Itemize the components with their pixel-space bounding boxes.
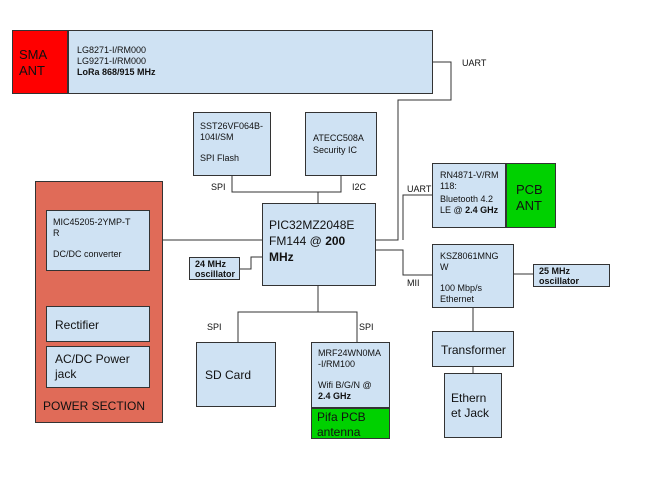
dcdc-regulator-part: MIC45205-2YMP-T R [53,217,131,238]
ethernet-jack-label: Ethern et Jack [451,391,490,420]
rectifier-label: Rectifier [55,318,100,332]
sma-antenna: SMA ANT [12,30,68,94]
power-section-label: POWER SECTION [43,399,146,413]
oscillator-25mhz: 25 MHz oscillator [533,264,610,287]
oscillator-24mhz: 24 MHz oscillator [189,257,240,280]
bus-label-i2c: I2C [352,182,367,192]
spi-flash-box: SST26VF064B- 104I/SM SPI Flash [193,112,271,176]
wifi-desc: Wifi B/G/N @ [318,380,372,390]
bluetooth-module: RN4871-V/RM 118: Bluetooth 4.2 LE @ 2.4 … [432,163,506,228]
power-jack-box: AC/DC Power jack [46,346,150,388]
transformer-box: Transformer [432,331,514,367]
mcu-box: PIC32MZ2048E FM144 @ 200 MHz [262,203,376,286]
wifi-module: MRF24WN0MA -I/RM100 Wifi B/G/N @ 2.4 GHz [311,342,390,408]
wifi-part: MRF24WN0MA -I/RM100 [318,348,382,369]
bus-label-spi-flash: SPI [211,182,226,192]
wifi-freq: 2.4 GHz [318,391,352,401]
wire-uart-bt [402,194,432,240]
osc25-line1: 25 MHz [539,266,571,276]
bus-label-spi-wifi: SPI [359,322,374,332]
spi-flash-part: SST26VF064B- 104I/SM [200,121,264,142]
bus-label-mii: MII [407,278,420,288]
dcdc-regulator-box: MIC45205-2YMP-T R DC/DC converter [46,210,150,271]
wire-spi-sd [237,311,358,342]
lora-band: LoRa 868/915 MHz [77,67,156,77]
bluetooth-antenna-label: PCB ANT [516,182,543,213]
sd-card-label: SD Card [205,368,252,382]
bus-label-uart-bt: UART [407,184,432,194]
osc24-line2: oscillator [195,269,236,279]
power-jack-label: AC/DC Power jack [55,352,130,381]
lora-part-2: LG9271-I/RM000 [77,56,147,66]
rectifier-box: Rectifier [46,306,150,342]
bluetooth-pcb-antenna: PCB ANT [506,163,556,228]
transformer-label: Transformer [441,343,506,357]
osc25-line2: oscillator [539,276,580,286]
osc24-line1: 24 MHz [195,259,227,269]
wire-uart-lora [376,61,452,241]
mcu-line2: FM144 @ 200 [269,234,346,248]
bluetooth-part: RN4871-V/RM 118: [440,170,499,191]
ethernet-phy-box: KSZ8061MNG W 100 Mbp/s Ethernet [432,244,514,308]
security-ic-desc: Security IC [313,145,358,155]
mcu-part: PIC32MZ2048E [269,218,355,232]
sma-antenna-label: SMA ANT [19,47,48,78]
bus-label-uart-lora: UART [462,58,487,68]
security-ic-box: ATECC508A Security IC [305,112,377,176]
wire-spi-flash [231,176,319,203]
bus-label-spi-sd: SPI [207,322,222,332]
ethernet-jack-box: Ethern et Jack [444,373,502,438]
lora-module [68,30,433,94]
wire-i2c [318,176,342,193]
dcdc-regulator-desc: DC/DC converter [53,249,122,259]
ethernet-phy-part: KSZ8061MNG W [440,251,499,272]
wire-osc24 [240,256,262,270]
sd-card-box: SD Card [196,342,276,407]
security-ic-part: ATECC508A [313,133,364,143]
wifi-pifa-antenna: Pifa PCB antenna [311,408,390,439]
wifi-antenna-label: Pifa PCB antenna [317,410,366,439]
ethernet-phy-desc: 100 Mbp/s Ethernet [440,283,483,304]
mcu-line3: MHz [269,250,294,264]
lora-part-1: LG8271-I/RM000 [77,45,147,55]
bluetooth-desc: Bluetooth 4.2 LE @ 2.4 GHz [440,194,499,215]
wire-mii [376,249,432,276]
spi-flash-desc: SPI Flash [200,153,240,163]
